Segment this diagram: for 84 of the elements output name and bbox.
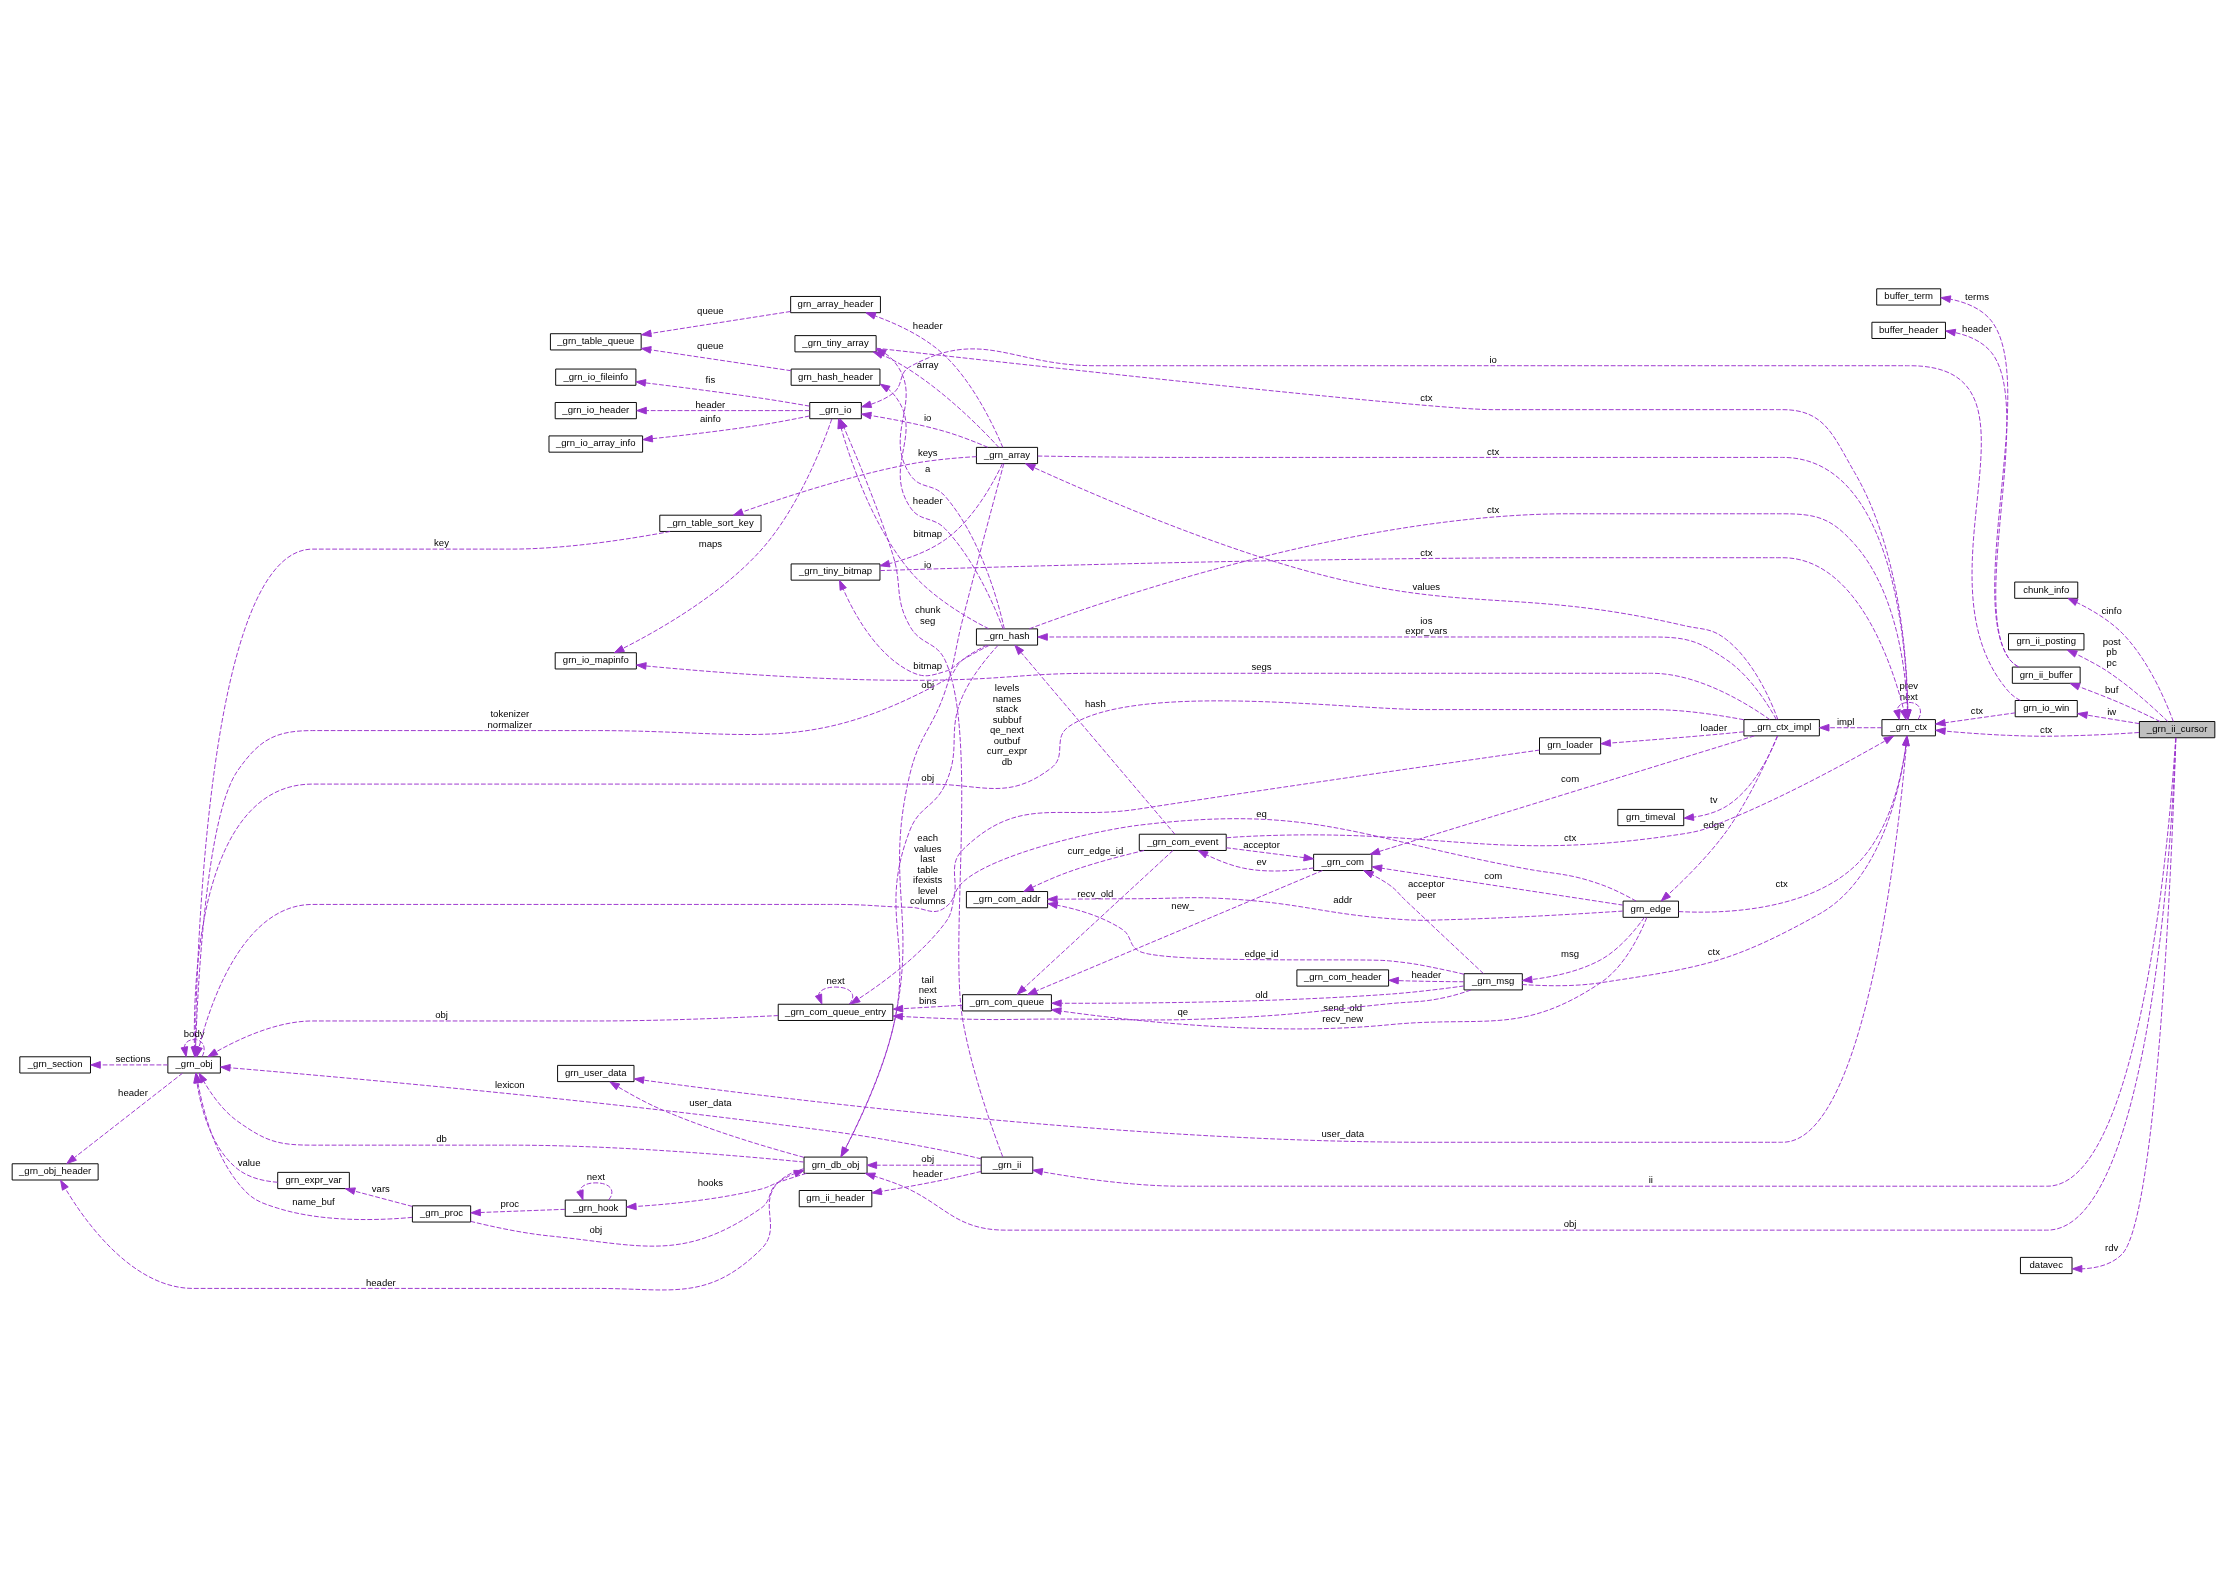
- edge-label: queue: [697, 339, 724, 351]
- edge-label: ctx: [1775, 878, 1788, 890]
- edge-label: ctx: [1487, 445, 1500, 457]
- edge-label: a: [925, 462, 931, 474]
- edge-label: name_buf: [292, 1196, 335, 1208]
- edge-label: ev: [1256, 856, 1267, 868]
- edge-label: vars: [371, 1182, 390, 1194]
- edge-label: ctx: [2040, 723, 2053, 735]
- edge-label: impl: [1836, 715, 1855, 727]
- edge-label: acceptor: [1243, 839, 1280, 851]
- edge-label: obj: [435, 1009, 448, 1021]
- edge-label: iw: [2107, 706, 2117, 718]
- edge-label: ctx: [1970, 705, 1984, 717]
- edge-label: header: [912, 495, 943, 507]
- edge-label: queue: [697, 305, 724, 317]
- edge-label: new_: [1171, 900, 1195, 912]
- edge-label: obj: [1563, 1218, 1577, 1230]
- edge-label: lexicon: [494, 1078, 525, 1090]
- edge-label: qe: [1177, 1006, 1189, 1018]
- edge-label: rdv: [2105, 1242, 2119, 1254]
- edge-label: ii: [1648, 1174, 1653, 1186]
- edge-label: com: [1484, 869, 1503, 881]
- edge-label: obj: [589, 1224, 603, 1236]
- edge-label: values: [1412, 581, 1441, 593]
- edge-label: edge_id: [1244, 947, 1279, 959]
- edge-label: addr: [1333, 894, 1353, 906]
- edge-label: key: [434, 537, 449, 549]
- edge-label: db: [436, 1133, 447, 1145]
- edge-label: maps: [698, 538, 723, 550]
- edge-label: ctx: [1420, 392, 1433, 404]
- edge-label: ctx: [1487, 503, 1500, 515]
- edge-label: tail next bins: [918, 973, 937, 1006]
- edge-label: msg: [1561, 947, 1580, 959]
- edge-label: obj: [921, 678, 935, 690]
- edge-label: com: [1561, 773, 1580, 785]
- edge-label: tokenizer normalizer: [487, 708, 533, 730]
- edge-label: tv: [1710, 794, 1718, 806]
- edge-label: user_data: [689, 1096, 732, 1108]
- edge-label: header: [366, 1276, 396, 1288]
- edge-label: segs: [1251, 661, 1272, 673]
- edge-label: ctx: [1420, 546, 1433, 558]
- edge-label: curr_edge_id: [1067, 844, 1124, 856]
- edge-label: keys: [917, 447, 938, 459]
- edge-label: hash: [1085, 697, 1106, 709]
- edge-label: ctx: [1563, 832, 1577, 844]
- edge-label: terms: [1965, 290, 1989, 302]
- edge-label: old: [1255, 989, 1268, 1001]
- edge-label: buf: [2105, 684, 2119, 696]
- edge-label: chunk seg: [914, 604, 941, 626]
- edge-label: array: [916, 358, 939, 370]
- edge-label: loader: [1700, 721, 1728, 733]
- edge-label: value: [237, 1157, 261, 1169]
- edge-label: header: [912, 320, 943, 332]
- edge-label: header: [1962, 323, 1992, 335]
- edge-label: io: [924, 412, 932, 424]
- edge-label: ios expr_vars: [1405, 614, 1448, 637]
- edge-label: cinfo: [2101, 605, 2122, 617]
- edge-label: recv_old: [1077, 887, 1114, 899]
- edge-label: each values last table ifexists level columns: [909, 832, 946, 907]
- edge-label: next: [586, 1171, 605, 1183]
- edge-label: obj: [921, 1153, 935, 1165]
- edge-label: hooks: [697, 1177, 724, 1189]
- edge-label: bitmap: [913, 527, 943, 539]
- edge-label: next: [826, 975, 845, 987]
- edge-label: header: [118, 1087, 148, 1099]
- edge-label: ctx: [1707, 946, 1720, 958]
- edge-label: header: [912, 1167, 943, 1179]
- edge-label: proc: [500, 1198, 520, 1210]
- edge-label: sections: [115, 1053, 151, 1065]
- edge-label: obj: [921, 772, 935, 784]
- edge-label: send_old recv_new: [1322, 1002, 1364, 1024]
- edge-label: io: [924, 559, 932, 571]
- edge-label: edge: [1703, 819, 1725, 831]
- edge-label: post pb pc: [2102, 635, 2121, 668]
- edge-label: header: [695, 398, 726, 410]
- edge-label: io: [1489, 353, 1497, 365]
- edge-label: bitmap: [913, 659, 943, 671]
- edge-label: acceptor peer: [1408, 878, 1445, 900]
- edge-label: fis: [705, 373, 716, 385]
- edge-label: user_data: [1321, 1127, 1364, 1139]
- edge-label: header: [1411, 968, 1442, 980]
- edge-label: levels names stack subbuf qe_next outbuf curr_expr db: [986, 682, 1028, 767]
- edge-label: ainfo: [700, 413, 721, 425]
- edge-label: eq: [1256, 807, 1267, 819]
